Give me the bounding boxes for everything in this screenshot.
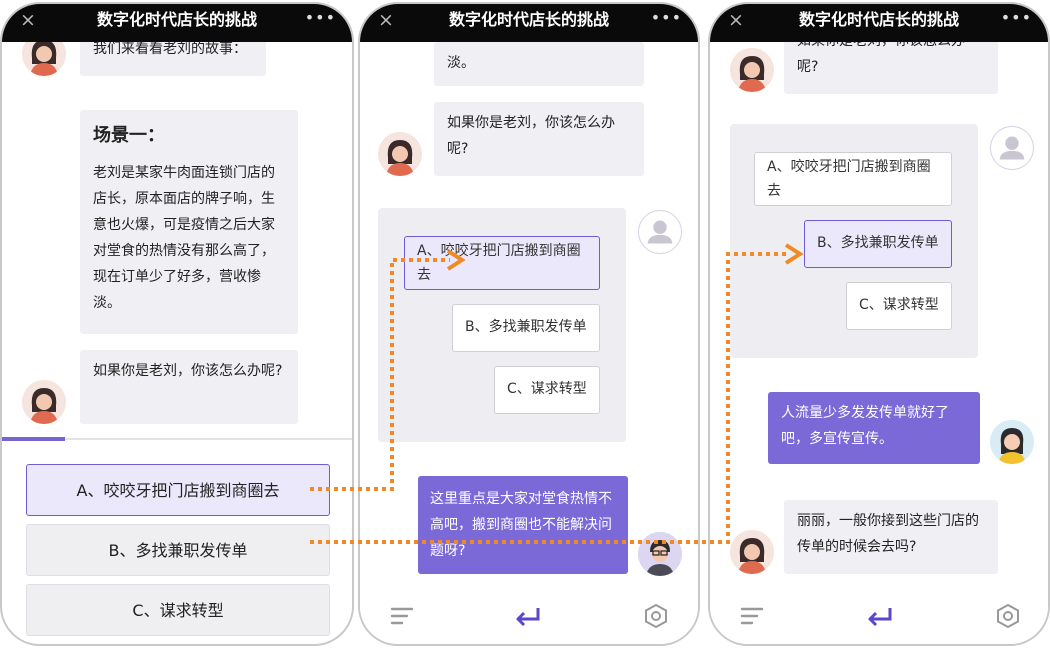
close-icon[interactable]: × [728, 9, 744, 31]
title-bar: × 数字化时代店长的挑战 ••• [2, 4, 352, 42]
option-b-chip[interactable]: B、多找兼职发传单 [804, 220, 952, 268]
settings-hexagon-icon[interactable] [642, 602, 670, 630]
bottom-toolbar [360, 588, 698, 644]
title-bar: × 数字化时代店长的挑战 ••• [710, 4, 1048, 42]
page-title: 数字化时代店长的挑战 [448, 10, 609, 29]
question-bubble: 如果你是老刘，你该怎么办呢? [80, 350, 298, 424]
mentor-avatar [638, 532, 682, 576]
option-a-button[interactable]: A、咬咬牙把门店搬到商圈去 [26, 464, 330, 516]
narrator-avatar [730, 530, 774, 574]
menu-icon[interactable] [738, 602, 766, 630]
user-avatar [990, 420, 1034, 464]
settings-hexagon-icon[interactable] [994, 602, 1022, 630]
progress-bar [2, 437, 65, 441]
return-icon[interactable] [866, 602, 894, 630]
option-c-chip[interactable]: C、谋求转型 [494, 366, 600, 414]
page-title: 数字化时代店长的挑战 [96, 10, 257, 29]
narrator-avatar [22, 32, 66, 76]
user-reply-bubble: 人流量少多发发传单就好了吧，多宣传宣传。 [768, 392, 980, 464]
page-title: 数字化时代店长的挑战 [798, 10, 959, 29]
question-bubble: 丽丽，一般你接到这些门店的传单的时候会去吗? [784, 500, 998, 574]
more-icon[interactable]: ••• [304, 8, 336, 27]
scene-title: 场景一： [93, 125, 165, 146]
question-bubble: 如果你是老刘，你该怎么办呢? [434, 102, 644, 176]
option-b-chip[interactable]: B、多找兼职发传单 [452, 304, 600, 352]
narrator-avatar [730, 48, 774, 92]
option-a-chip[interactable]: A、咬咬牙把门店搬到商圈去 [404, 236, 600, 290]
scene-card: 场景一： 老刘是某家牛肉面连锁门店的店长，原本面店的牌子响，生意也火爆，可是疫情… [80, 110, 298, 334]
narrator-avatar [22, 380, 66, 424]
option-b-button[interactable]: B、多找兼职发传单 [26, 524, 330, 576]
bottom-toolbar [710, 588, 1048, 644]
option-c-chip[interactable]: C、谋求转型 [846, 282, 952, 330]
more-icon[interactable]: ••• [650, 8, 682, 27]
return-icon[interactable] [514, 602, 542, 630]
phone-screen-3: × 数字化时代店长的挑战 ••• 如果你是老刘，你该怎么办呢? A、咬咬牙把门店… [708, 2, 1050, 646]
scene-text: 老刘是某家牛肉面连锁门店的店长，原本面店的牌子响，生意也火爆，可是疫情之后大家对… [93, 165, 275, 311]
title-bar: × 数字化时代店长的挑战 ••• [360, 4, 698, 42]
close-icon[interactable]: × [378, 9, 394, 31]
more-icon[interactable]: ••• [1000, 8, 1032, 27]
menu-icon[interactable] [388, 602, 416, 630]
user-placeholder-avatar [990, 126, 1034, 170]
user-placeholder-avatar [638, 210, 682, 254]
option-c-button[interactable]: C、谋求转型 [26, 584, 330, 636]
phone-screen-1: × 数字化时代店长的挑战 ••• 我们来看看老刘的故事： 场景一： 老刘是某家牛… [0, 2, 354, 646]
narrator-avatar [378, 132, 422, 176]
phone-screen-2: × 数字化时代店长的挑战 ••• 淡。 如果你是老刘，你该怎么办呢? A、咬咬牙… [358, 2, 700, 646]
divider [2, 438, 352, 440]
option-a-chip[interactable]: A、咬咬牙把门店搬到商圈去 [754, 152, 952, 206]
close-icon[interactable]: × [20, 9, 36, 31]
feedback-bubble: 这里重点是大家对堂食热情不高吧，搬到商圈也不能解决问题呀? [418, 476, 628, 574]
previous-bubble: 淡。 [434, 42, 644, 86]
